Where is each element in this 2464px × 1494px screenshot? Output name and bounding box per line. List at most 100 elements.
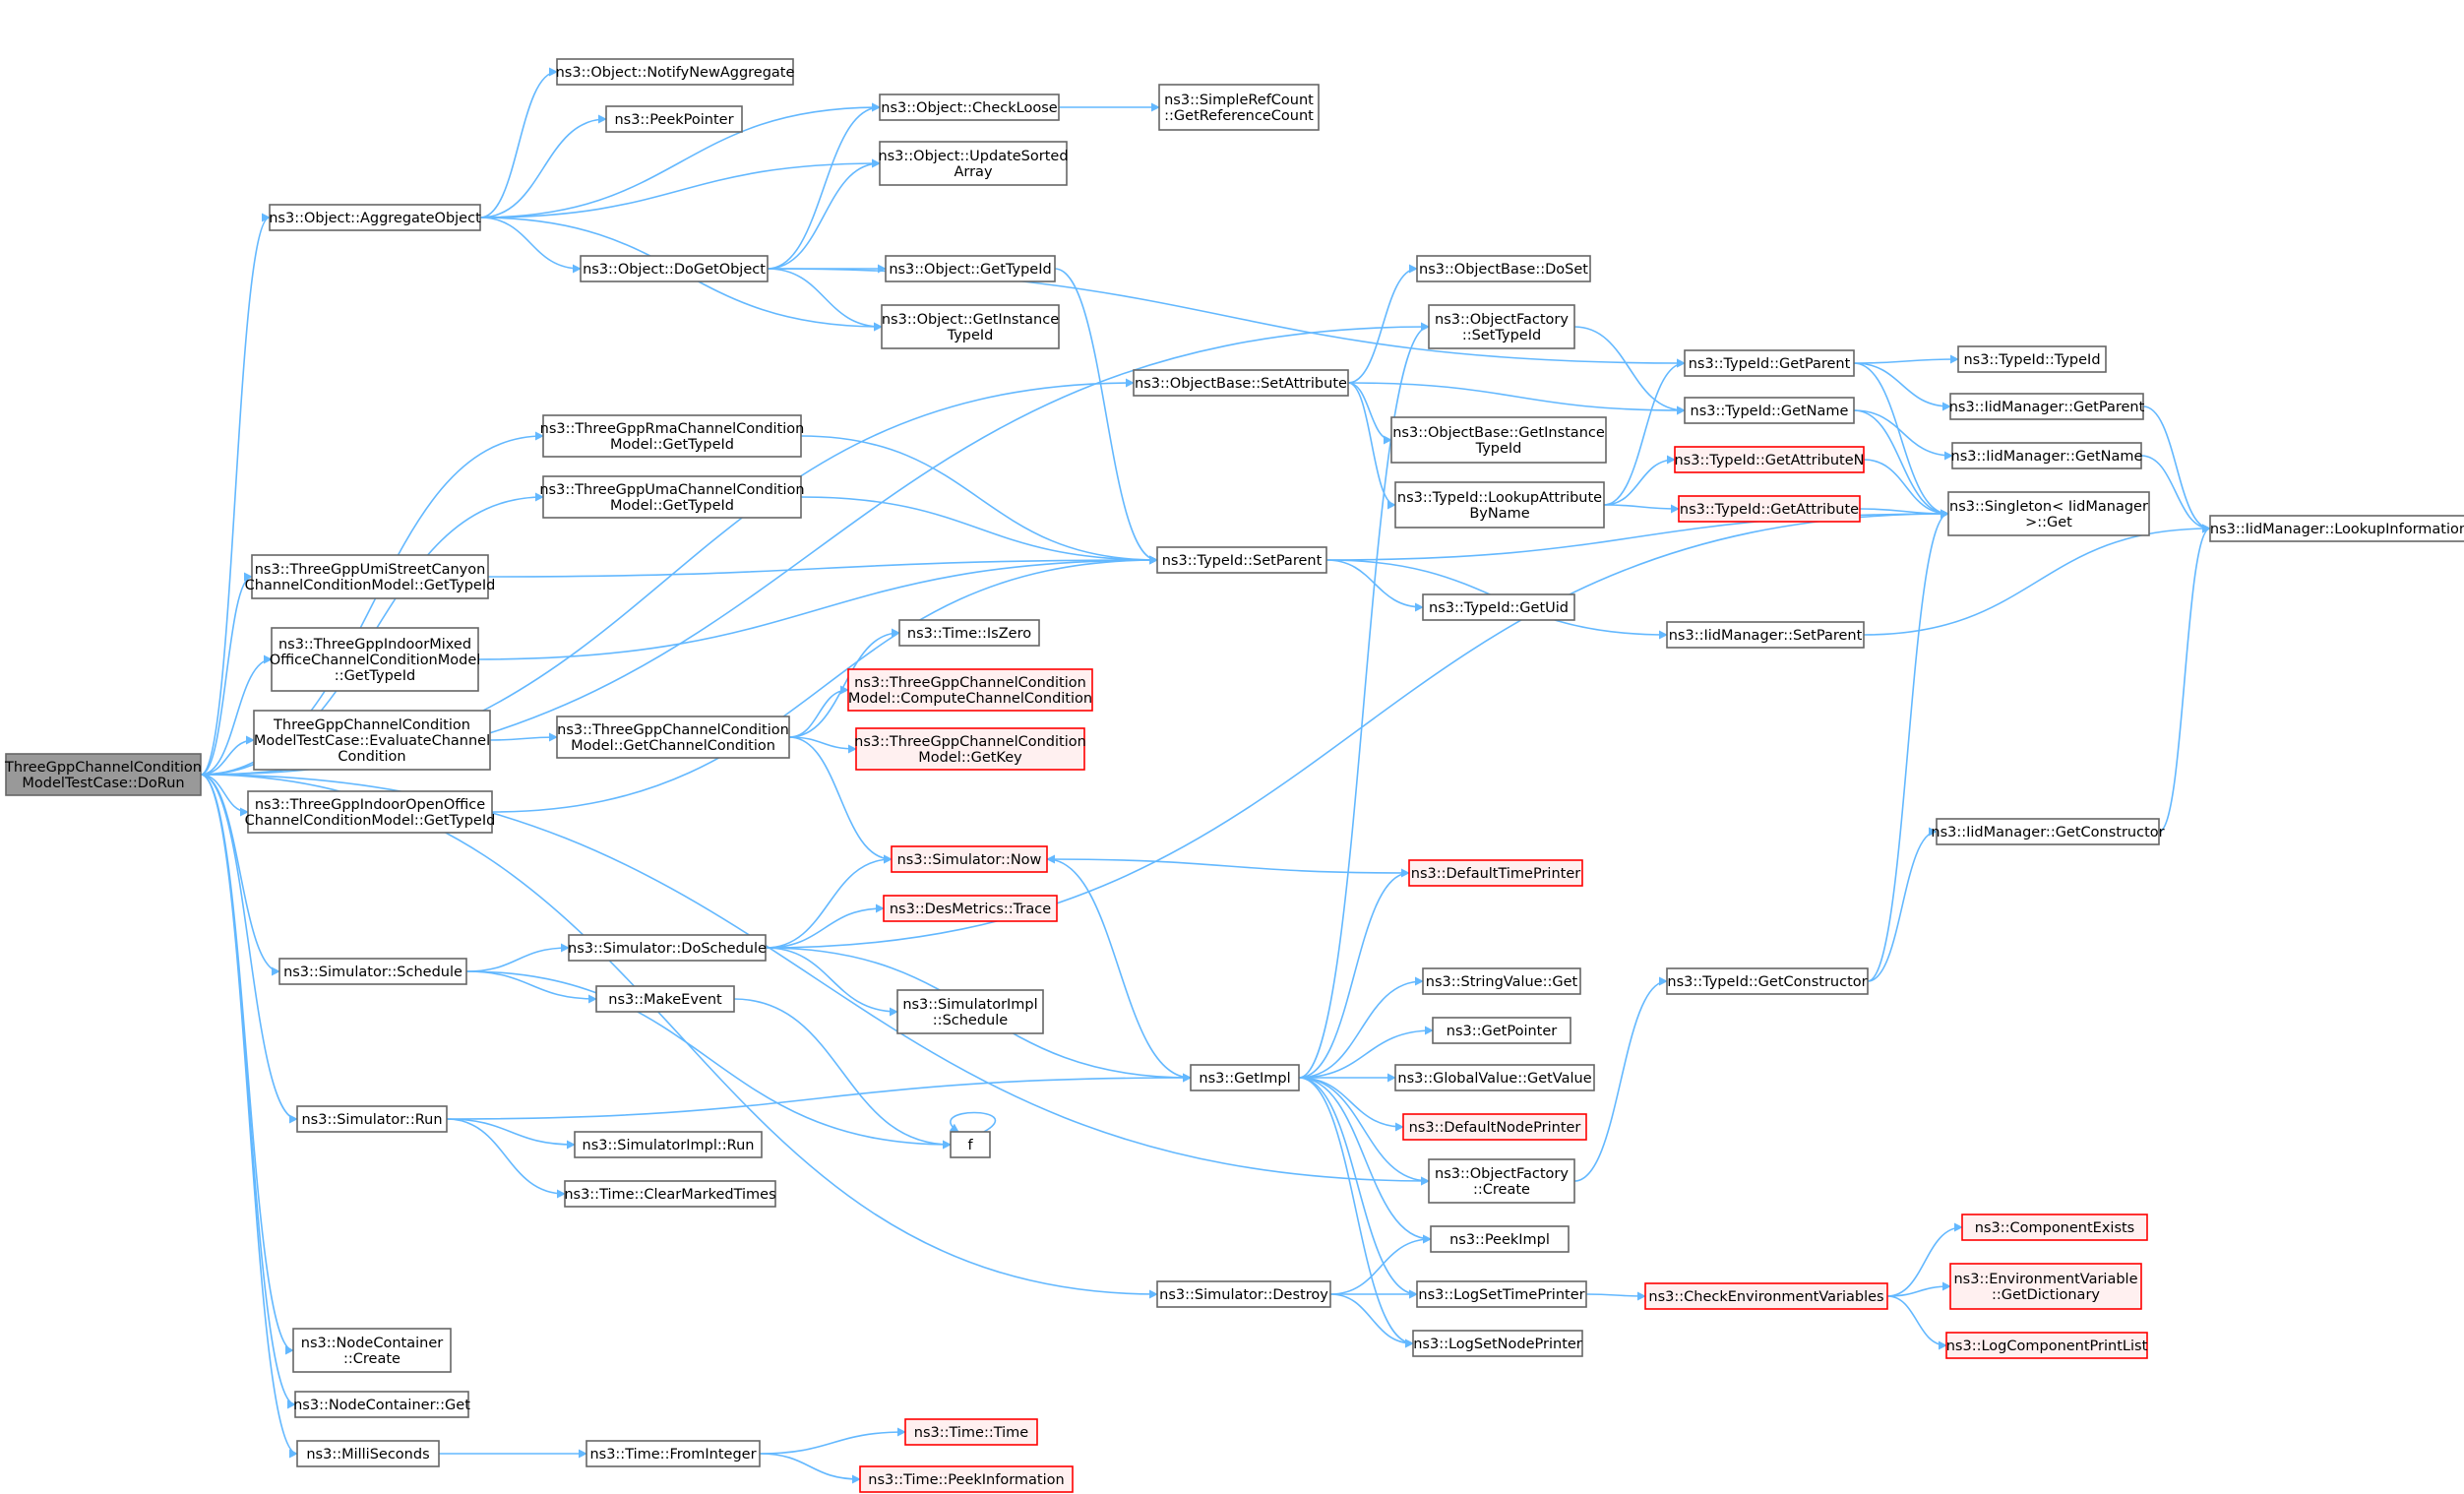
node-getkey[interactable]: ns3::ThreeGppChannelConditionModel::GetK… bbox=[854, 727, 1086, 771]
node-now[interactable]: ns3::Simulator::Now bbox=[891, 845, 1048, 873]
node-checkloose[interactable]: ns3::Object::CheckLoose bbox=[879, 93, 1060, 121]
edge-getchcond-to-computecc bbox=[788, 685, 849, 738]
node-rma[interactable]: ns3::ThreeGppRmaChannelConditionModel::G… bbox=[540, 414, 805, 458]
node-getattrn[interactable]: ns3::TypeId::GetAttributeN bbox=[1674, 446, 1865, 473]
node-getchcond[interactable]: ns3::ThreeGppChannelConditionModel::GetC… bbox=[556, 716, 790, 759]
node-nccreate[interactable]: ns3::NodeContainer::Create bbox=[292, 1328, 452, 1373]
edge-getimpl-to-ofsettid bbox=[1298, 322, 1430, 1079]
node-getname[interactable]: ns3::TypeId::GetName bbox=[1684, 397, 1855, 424]
node-iidgetname[interactable]: ns3::IidManager::GetName bbox=[1951, 442, 2143, 469]
node-run[interactable]: ns3::Simulator::Run bbox=[296, 1105, 448, 1133]
node-ofsettid[interactable]: ns3::ObjectFactory::SetTypeId bbox=[1428, 304, 1575, 349]
node-label: ::GetTypeId bbox=[335, 668, 415, 684]
node-envvar[interactable]: ns3::EnvironmentVariable::GetDictionary bbox=[1949, 1263, 2142, 1310]
node-logcompprint[interactable]: ns3::LogComponentPrintList bbox=[1945, 1332, 2148, 1359]
node-doschedule[interactable]: ns3::Simulator::DoSchedule bbox=[568, 934, 767, 962]
node-dogetobj[interactable]: ns3::Object::DoGetObject bbox=[580, 255, 769, 282]
node-compexists[interactable]: ns3::ComponentExists bbox=[1961, 1214, 2148, 1241]
node-peekptr[interactable]: ns3::PeekPointer bbox=[605, 105, 743, 133]
node-label: ns3::Simulator::DoSchedule bbox=[568, 941, 767, 957]
node-iidsetparent[interactable]: ns3::IidManager::SetParent bbox=[1666, 621, 1865, 649]
node-box bbox=[885, 255, 1056, 282]
node-getpointer[interactable]: ns3::GetPointer bbox=[1432, 1017, 1571, 1044]
node-label: ns3::Simulator::Schedule bbox=[283, 965, 462, 980]
node-root[interactable]: ThreeGppChannelConditionModelTestCase::D… bbox=[4, 753, 202, 796]
node-uma[interactable]: ns3::ThreeGppUmaChannelConditionModel::G… bbox=[539, 475, 805, 519]
node-label: ns3::Simulator::Run bbox=[301, 1112, 442, 1128]
node-strget[interactable]: ns3::StringValue::Get bbox=[1422, 967, 1581, 995]
node-objbasedoset[interactable]: ns3::ObjectBase::DoSet bbox=[1416, 255, 1591, 282]
node-iszero[interactable]: ns3::Time::IsZero bbox=[898, 619, 1040, 647]
node-typeidctor[interactable]: ns3::TypeId::TypeId bbox=[1957, 345, 2107, 373]
node-label: ns3::ThreeGppIndoorMixed bbox=[278, 637, 471, 653]
node-singleton[interactable]: ns3::Singleton< IidManager>::Get bbox=[1947, 491, 2150, 536]
node-agg[interactable]: ns3::Object::AggregateObject bbox=[269, 204, 481, 231]
node-implschedule[interactable]: ns3::SimulatorImpl::Schedule bbox=[896, 989, 1044, 1034]
node-globalgetvalue[interactable]: ns3::GlobalValue::GetValue bbox=[1394, 1064, 1595, 1091]
edge-getparent-to-iidgetparent bbox=[1853, 362, 1951, 411]
node-label: ns3::TypeId::GetAttribute bbox=[1680, 502, 1859, 518]
node-millis[interactable]: ns3::MilliSeconds bbox=[296, 1440, 440, 1467]
node-objgettid[interactable]: ns3::Object::GetTypeId bbox=[885, 255, 1056, 282]
node-box bbox=[904, 1418, 1038, 1446]
node-iidgetctor[interactable]: ns3::IidManager::GetConstructor bbox=[1931, 818, 2165, 845]
node-getparent[interactable]: ns3::TypeId::GetParent bbox=[1684, 349, 1855, 377]
node-destroy[interactable]: ns3::Simulator::Destroy bbox=[1156, 1280, 1331, 1308]
node-label: ns3::CheckEnvironmentVariables bbox=[1648, 1289, 1883, 1305]
node-label: ns3::ThreeGppUmaChannelCondition bbox=[539, 482, 804, 498]
node-evaluate[interactable]: ThreeGppChannelConditionModelTestCase::E… bbox=[253, 710, 491, 771]
edge-getattrn-to-singleton bbox=[1863, 459, 1949, 519]
node-timetime[interactable]: ns3::Time::Time bbox=[904, 1418, 1038, 1446]
node-implrun[interactable]: ns3::SimulatorImpl::Run bbox=[574, 1131, 763, 1158]
edge-run-to-getimpl bbox=[446, 1073, 1192, 1120]
node-getattr[interactable]: ns3::TypeId::GetAttribute bbox=[1678, 495, 1861, 523]
node-schedule[interactable]: ns3::Simulator::Schedule bbox=[278, 958, 467, 985]
node-logsetnode[interactable]: ns3::LogSetNodePrinter bbox=[1412, 1330, 1583, 1357]
node-box bbox=[1408, 859, 1583, 887]
node-setattr[interactable]: ns3::ObjectBase::SetAttribute bbox=[1133, 369, 1349, 397]
node-getimpl[interactable]: ns3::GetImpl bbox=[1190, 1064, 1300, 1091]
node-logsettime[interactable]: ns3::LogSetTimePrinter bbox=[1416, 1280, 1587, 1308]
node-checkenv[interactable]: ns3::CheckEnvironmentVariables bbox=[1644, 1282, 1888, 1310]
node-f[interactable]: f bbox=[950, 1131, 991, 1158]
node-clearmarked[interactable]: ns3::Time::ClearMarkedTimes bbox=[564, 1180, 776, 1208]
node-computecc[interactable]: ns3::ThreeGppChannelConditionModel::Comp… bbox=[847, 668, 1093, 712]
node-label: ChannelConditionModel::GetTypeId bbox=[245, 813, 496, 829]
node-box bbox=[1428, 304, 1575, 349]
edge-root-to-millis bbox=[200, 774, 298, 1459]
node-indooropen[interactable]: ns3::ThreeGppIndoorOpenOfficeChannelCond… bbox=[245, 790, 496, 834]
edge-rma-to-setparent bbox=[800, 435, 1158, 565]
node-refcount[interactable]: ns3::SimpleRefCount::GetReferenceCount bbox=[1158, 84, 1320, 131]
node-deftimeprinter[interactable]: ns3::DefaultTimePrinter bbox=[1408, 859, 1583, 887]
node-frominteger[interactable]: ns3::Time::FromInteger bbox=[585, 1440, 761, 1467]
edge-now-to-getimpl bbox=[1046, 858, 1192, 1083]
node-umi[interactable]: ns3::ThreeGppUmiStreetCanyonChannelCondi… bbox=[245, 554, 496, 599]
node-typeidgetctor[interactable]: ns3::TypeId::GetConstructor bbox=[1666, 967, 1869, 995]
node-label: ns3::StringValue::Get bbox=[1426, 974, 1578, 990]
node-box bbox=[1422, 593, 1575, 621]
node-makeevent[interactable]: ns3::MakeEvent bbox=[595, 985, 735, 1013]
node-setparent[interactable]: ns3::TypeId::SetParent bbox=[1156, 546, 1327, 574]
node-ofcreate[interactable]: ns3::ObjectFactory::Create bbox=[1428, 1158, 1575, 1204]
node-indoormixed[interactable]: ns3::ThreeGppIndoorMixedOfficeChannelCon… bbox=[270, 627, 481, 692]
node-ncget[interactable]: ns3::NodeContainer::Get bbox=[293, 1391, 470, 1418]
node-getuid[interactable]: ns3::TypeId::GetUid bbox=[1422, 593, 1575, 621]
node-iidgetparent[interactable]: ns3::IidManager::GetParent bbox=[1949, 393, 2145, 420]
node-label: ns3::ObjectBase::GetInstance bbox=[1392, 425, 1605, 441]
node-trace[interactable]: ns3::DesMetrics::Trace bbox=[883, 895, 1058, 922]
node-label: ::GetReferenceCount bbox=[1164, 108, 1314, 124]
node-lookupinfo[interactable]: ns3::IidManager::LookupInformation bbox=[2209, 515, 2464, 542]
node-box bbox=[898, 619, 1040, 647]
node-peekinfo[interactable]: ns3::Time::PeekInformation bbox=[859, 1465, 1074, 1493]
edge-agg-to-notify bbox=[479, 67, 558, 218]
edge-uma-to-setparent bbox=[800, 496, 1158, 565]
node-defnodeprinter[interactable]: ns3::DefaultNodePrinter bbox=[1402, 1113, 1587, 1141]
node-notify[interactable]: ns3::Object::NotifyNewAggregate bbox=[556, 58, 795, 86]
node-box bbox=[1684, 349, 1855, 377]
node-peekimpl[interactable]: ns3::PeekImpl bbox=[1430, 1225, 1570, 1253]
node-label: ModelTestCase::EvaluateChannel bbox=[254, 733, 490, 749]
